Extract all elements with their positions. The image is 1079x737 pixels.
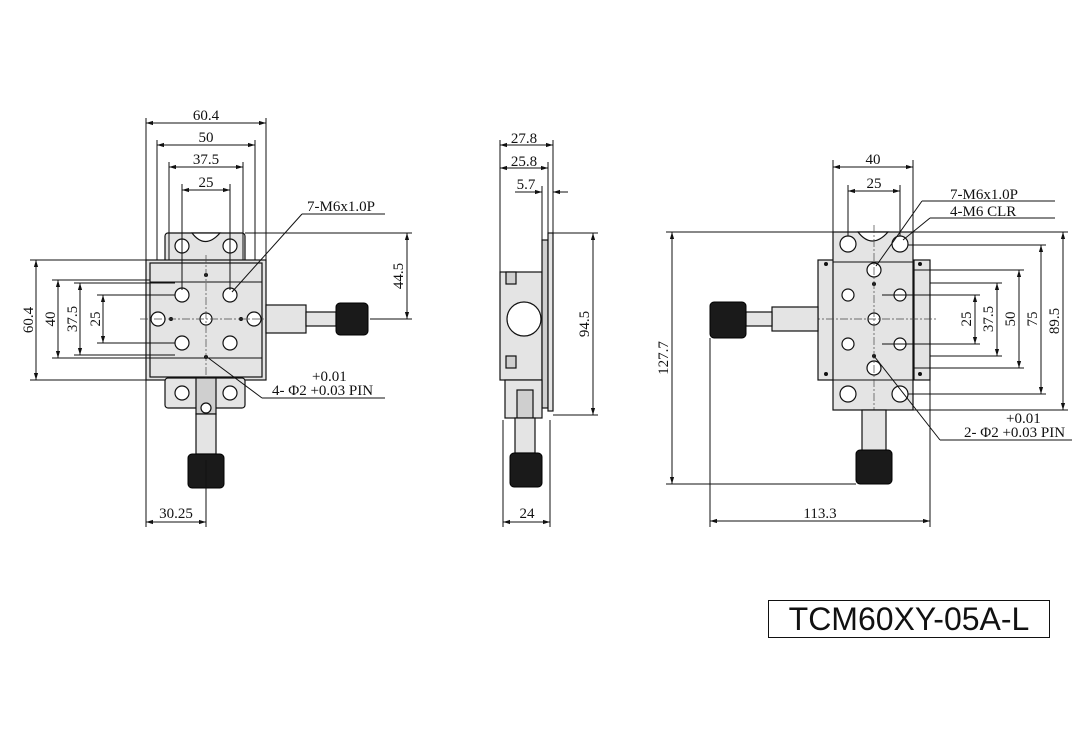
dim-25-width: 25	[199, 175, 214, 191]
tap-note-right: 7-M6x1.0P	[950, 187, 1018, 203]
top-view: 60.4 50 37.5 25 7-M6x1.0P 44.5 60.4 40	[21, 108, 412, 527]
dim-27-8: 27.8	[511, 131, 537, 147]
dim-37-5-width: 37.5	[193, 152, 219, 168]
dim-50-height-right: 50	[1003, 312, 1019, 327]
dim-44-5-height: 44.5	[391, 263, 407, 289]
side-view: 27.8 25.8 5.7 94.5 24	[499, 131, 598, 527]
dim-30-25: 30.25	[159, 506, 193, 522]
dim-25-height-right: 25	[959, 312, 975, 327]
dim-25-8: 25.8	[511, 154, 537, 170]
dim-50-width: 50	[199, 130, 214, 146]
pin-note-right: 2- Φ2 +0.03 PIN	[964, 425, 1065, 441]
dim-94-5: 94.5	[577, 311, 593, 337]
dim-5-7: 5.7	[517, 177, 536, 193]
clr-note-right: 4-M6 CLR	[950, 204, 1016, 220]
pin-tol-left: +0.01	[312, 369, 347, 385]
dim-37-5-height: 37.5	[65, 306, 81, 332]
dim-40-height: 40	[43, 312, 59, 327]
dim-25-width-right: 25	[867, 176, 882, 192]
dim-75-height-right: 75	[1025, 312, 1041, 327]
tap-note-left: 7-M6x1.0P	[307, 199, 375, 215]
right-view: 40 25 7-M6x1.0P 4-M6 CLR 127.7 25 37.5 5…	[656, 152, 1072, 527]
dim-60-4-height: 60.4	[21, 306, 37, 333]
pin-note-left: 4- Φ2 +0.03 PIN	[272, 383, 373, 399]
dim-89-5-height-right: 89.5	[1047, 308, 1063, 334]
dim-25-height: 25	[88, 312, 104, 327]
pin-tol-right: +0.01	[1006, 411, 1041, 427]
dim-60-4-width: 60.4	[193, 108, 220, 124]
model-number-label: TCM60XY-05A-L	[768, 600, 1050, 638]
dim-40-width-right: 40	[866, 152, 881, 168]
dim-113-3: 113.3	[803, 506, 836, 522]
dim-24: 24	[520, 506, 536, 522]
dim-127-7: 127.7	[656, 341, 672, 375]
dim-37-5-height-right: 37.5	[981, 306, 997, 332]
